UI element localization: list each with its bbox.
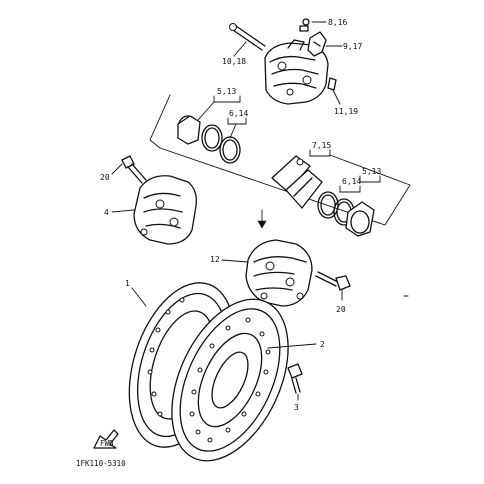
label-10-18: 10,18 [222, 57, 246, 66]
brake-disc-2 [171, 298, 289, 462]
label-6-14-top: 6,14 [229, 109, 248, 118]
bolt-20-bottom [315, 271, 351, 291]
label-5-13-right: 5,13 [362, 167, 381, 176]
leader-lines [111, 21, 381, 401]
pad-spring-9-17 [307, 31, 327, 57]
label-20-top: 20 [100, 173, 110, 182]
bolt-20-top [121, 155, 147, 184]
right-piston-and-seals [317, 191, 375, 237]
label-20-bottom: 20 [336, 305, 346, 314]
top-piston-and-seals [177, 115, 241, 164]
label-8-16: 8,16 [328, 18, 347, 27]
label-4: 4 [104, 208, 109, 217]
label-6-14-right: 6,14 [342, 177, 361, 186]
disc1-holes [147, 297, 185, 417]
diagram-code: 1FK110-5310 [76, 459, 126, 468]
assembled-caliper-12 [245, 239, 313, 307]
label-7-15: 7,15 [312, 141, 331, 150]
top-caliper-body [264, 39, 329, 105]
disc-bolt-3 [287, 363, 303, 394]
callout-labels: 8,16 9,17 10,18 11,19 5,13 6,14 7,15 5,1… [100, 18, 381, 412]
pin-11-19 [327, 77, 337, 91]
label-11-19: 11,19 [334, 107, 358, 116]
brake-pads-7-15 [271, 155, 323, 209]
label-5-13-top: 5,13 [217, 87, 236, 96]
label-2: 2 [320, 340, 325, 349]
forward-arrow-icon: FWD [93, 429, 119, 449]
label-1: 1 [125, 279, 130, 288]
kit-bracket-outline [149, 94, 411, 229]
left-caliper-4 [133, 175, 197, 245]
label-9-17: 9,17 [343, 42, 362, 51]
label-3: 3 [294, 403, 299, 412]
bleed-screw-8-16 [299, 18, 310, 32]
top-bolt-10-18 [229, 23, 266, 51]
forward-arrow-text: FWD [100, 439, 114, 448]
label-12: 12 [210, 255, 220, 264]
